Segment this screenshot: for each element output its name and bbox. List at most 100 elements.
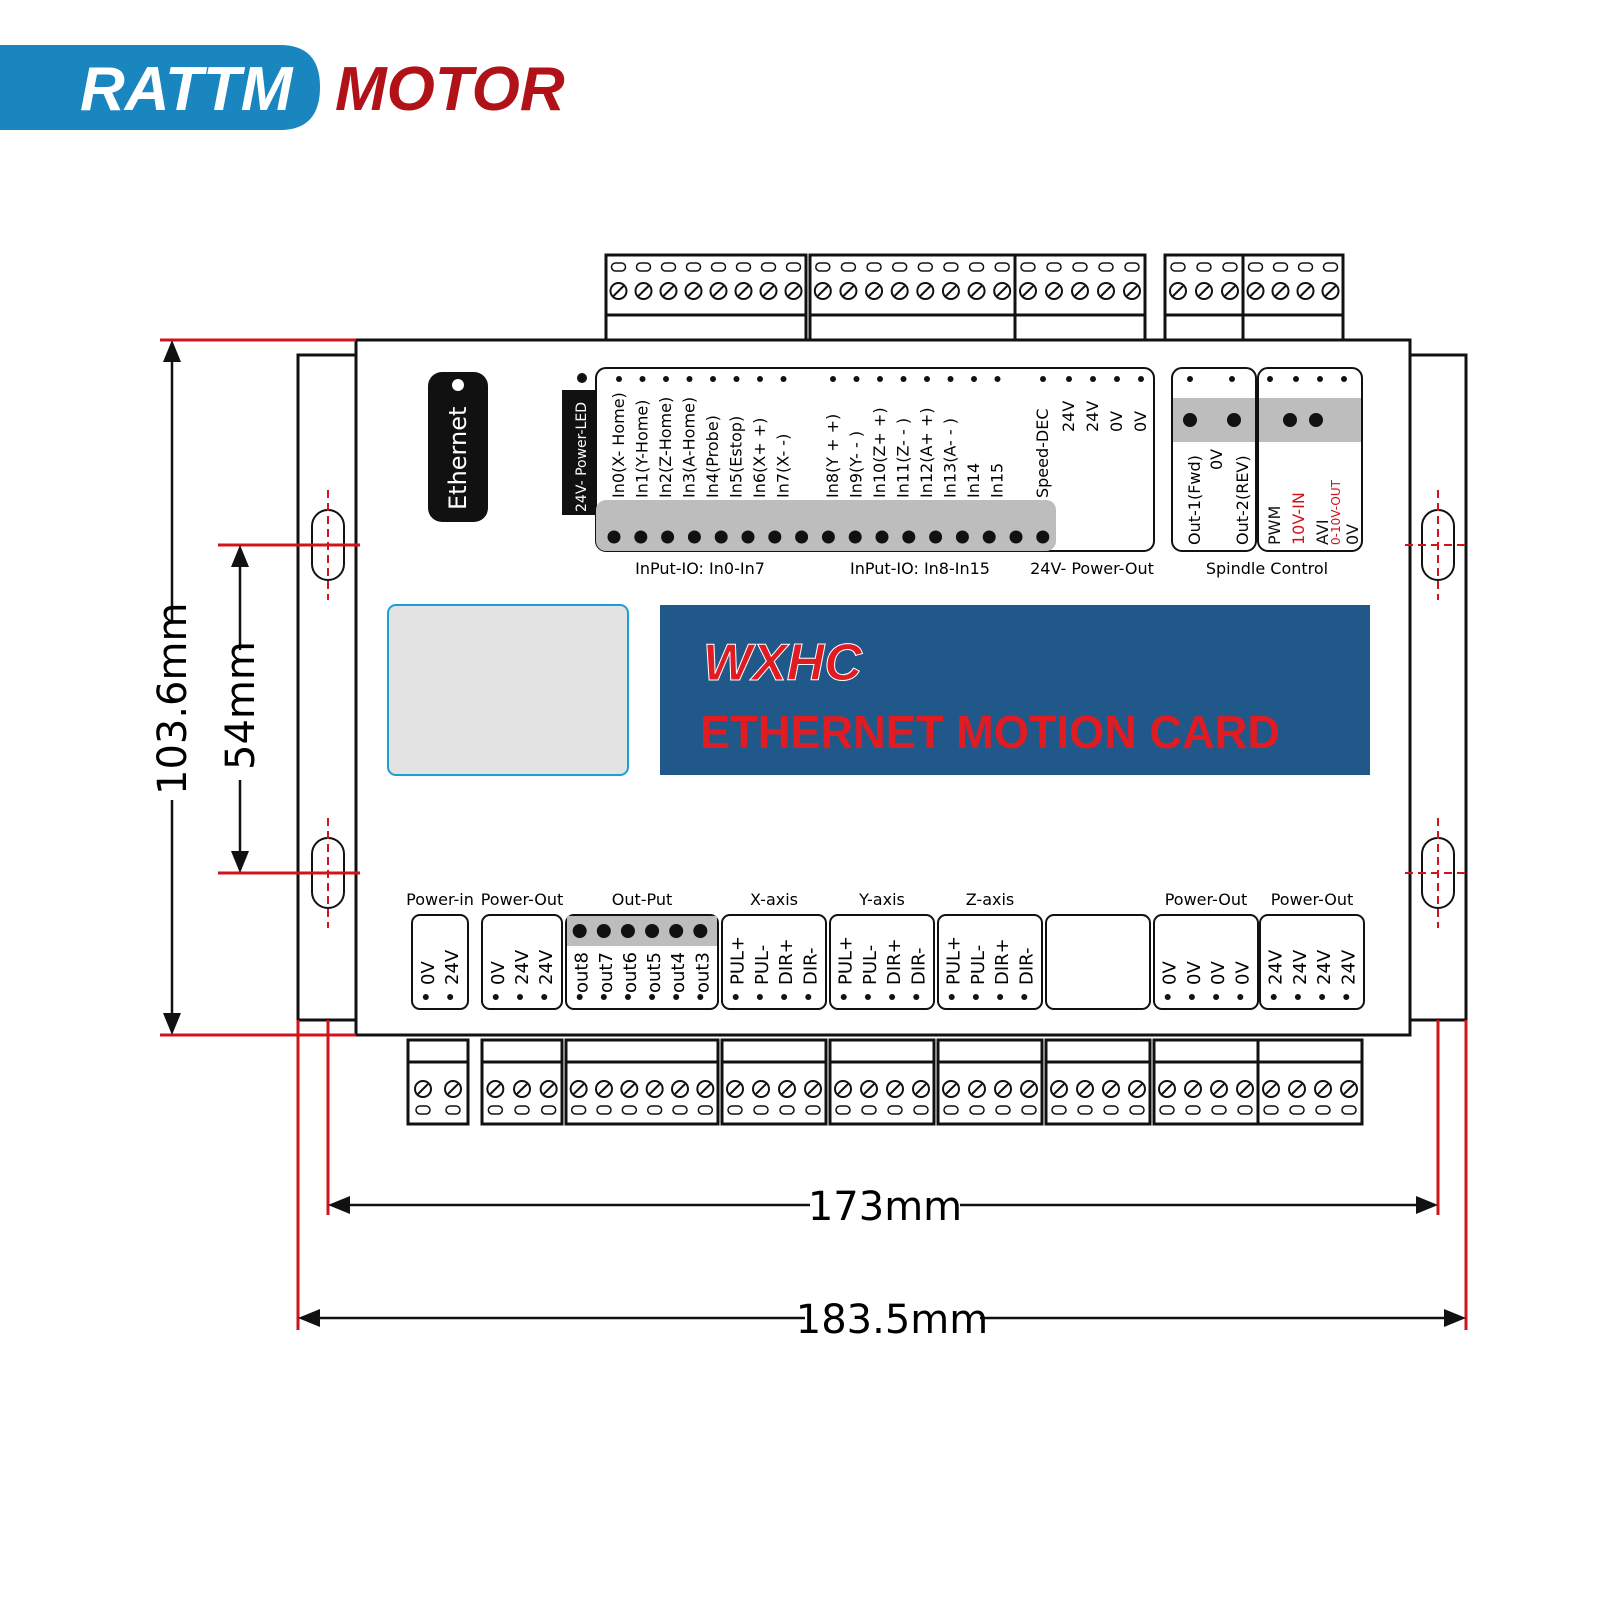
terminal-slot xyxy=(1263,1105,1279,1115)
bottom-connector-box xyxy=(937,914,1043,1010)
terminal-slot xyxy=(753,1105,769,1115)
screw-slot xyxy=(687,285,700,297)
bottom-pin-label: PUL- xyxy=(752,945,773,985)
spindle-control xyxy=(1171,367,1363,552)
bottom-pin-label: DIR+ xyxy=(776,938,797,985)
terminal-slot xyxy=(621,1105,638,1115)
bottom-pin-label: 24V xyxy=(1314,949,1335,985)
terminal-slot xyxy=(570,1105,587,1115)
terminal-slot xyxy=(1185,1105,1201,1115)
output-pin xyxy=(572,924,587,938)
input-pin-label: In2(Z-Home) xyxy=(656,397,675,498)
terminal-slot xyxy=(785,262,802,272)
screw-slot xyxy=(542,1083,555,1095)
screw-slot xyxy=(598,1083,610,1095)
input-pin-label: In3(A-Home) xyxy=(680,397,699,498)
input-pin-label: In9(Y- - ) xyxy=(847,431,866,498)
input-pin xyxy=(1009,530,1023,544)
bottom-pin-label: 24V xyxy=(1290,949,1311,985)
terminal-slot xyxy=(1051,1105,1067,1115)
screw-slot xyxy=(755,1083,767,1095)
pin-marker xyxy=(900,376,907,382)
spindle-pin-label: PWM xyxy=(1265,506,1284,545)
dim-width-total: 183.5mm xyxy=(298,1297,1466,1343)
screw-slot xyxy=(1198,285,1210,297)
pin-marker xyxy=(732,994,739,1000)
terminal-slot xyxy=(891,262,908,272)
pin-marker xyxy=(1317,376,1323,382)
screw-slot xyxy=(1023,1083,1035,1095)
ethernet-port: Ethernet xyxy=(428,372,488,522)
screw-slot xyxy=(1053,1083,1065,1095)
screw-slot xyxy=(1079,1083,1091,1095)
power-led-dot xyxy=(577,373,587,383)
bottom-pin-label: out6 xyxy=(620,952,641,993)
input-pin-label: In7(X- -) xyxy=(774,434,793,498)
bottom-pin-label: 24V xyxy=(512,949,533,985)
screw-slot xyxy=(997,1083,1009,1095)
terminal-slot xyxy=(596,1105,612,1115)
top-pins xyxy=(607,530,1050,544)
bottom-connector-box xyxy=(1259,914,1365,1010)
terminal-slot xyxy=(1297,262,1314,272)
pin-marker xyxy=(1293,376,1299,382)
terminal-slot xyxy=(861,1105,877,1115)
screw-slot xyxy=(817,285,829,297)
screw-slot xyxy=(1048,285,1060,297)
screw-slot xyxy=(417,1083,429,1095)
screw-slot xyxy=(945,1083,957,1095)
pin-marker xyxy=(840,994,847,1000)
power-pin-label: 0V xyxy=(1107,411,1126,432)
pin-marker xyxy=(1270,994,1277,1000)
input-pin-strip xyxy=(596,500,1056,551)
pin-marker xyxy=(710,376,716,382)
pin-marker xyxy=(971,376,977,382)
bottom-group-label: X-axis xyxy=(750,890,798,909)
terminal-slot xyxy=(1170,262,1186,272)
pin-marker xyxy=(649,994,656,1000)
power-pin-label: 24V xyxy=(1059,401,1078,432)
input-pin xyxy=(607,530,621,544)
terminal-block xyxy=(720,1038,828,1064)
screw-slot xyxy=(489,1083,502,1095)
power-pin-label: 0V xyxy=(1131,411,1150,432)
pin-marker xyxy=(1138,376,1144,382)
screw-slot xyxy=(1274,285,1287,297)
screw-slot xyxy=(842,285,855,297)
pin-marker xyxy=(781,994,788,1000)
screw-slot xyxy=(447,1083,459,1095)
bottom-pin-label: 24V xyxy=(536,949,557,985)
bottom-group-label: Z-axis xyxy=(966,890,1015,909)
input-pin xyxy=(848,530,862,544)
pin-marker xyxy=(1343,994,1350,1000)
bottom-terminal-blocks xyxy=(406,1038,1364,1126)
screw-slot xyxy=(1239,1083,1251,1095)
terminal-slot xyxy=(514,1105,530,1115)
terminal-slot xyxy=(1289,1105,1305,1115)
bottom-pin-label: out4 xyxy=(668,952,689,993)
screw-slot xyxy=(868,285,880,297)
pin-marker xyxy=(1341,376,1347,382)
pin-marker xyxy=(994,376,1001,382)
output-pin xyxy=(645,924,660,938)
power-pin-label: 24V xyxy=(1083,401,1102,432)
input-pin-label: In6(X+ +) xyxy=(750,418,769,498)
terminal-slot xyxy=(1315,1105,1331,1115)
screw-slot xyxy=(674,1083,686,1095)
terminal-slot xyxy=(1237,1105,1253,1115)
bottom-pin-label: PUL+ xyxy=(836,936,857,985)
pin-marker xyxy=(1237,994,1244,1000)
wxhc-logo-text: WXHC xyxy=(703,634,863,692)
terminal-slot xyxy=(1322,262,1339,272)
screw-slot xyxy=(996,285,1008,297)
pin-marker xyxy=(1213,994,1220,1000)
screw-slot xyxy=(1187,1083,1199,1095)
spindle-pin xyxy=(1183,413,1197,427)
terminal-slot xyxy=(1222,262,1238,272)
bottom-pin-label: PUL- xyxy=(968,945,989,985)
card-title-panel xyxy=(660,605,1370,775)
bottom-connector-box xyxy=(411,914,469,1010)
dim-width-holes-label: 173mm xyxy=(808,1184,962,1230)
pin-marker xyxy=(1040,376,1046,382)
